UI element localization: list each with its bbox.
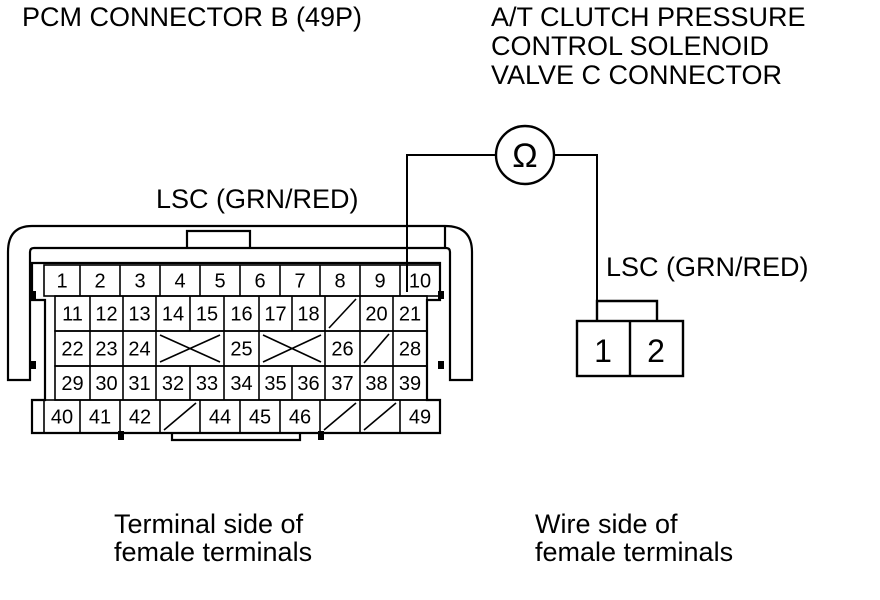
solenoid-caption-line1: Wire side of [535, 509, 678, 539]
pcm-wire-label: LSC (GRN/RED) [156, 184, 359, 214]
terminal-number: 46 [289, 407, 311, 429]
terminal-number: 42 [129, 407, 151, 429]
solenoid-title-line3: VALVE C CONNECTOR [491, 60, 783, 90]
terminal-number: 21 [399, 304, 421, 326]
meter-lead-right [555, 154, 598, 320]
solenoid-terminal-1: 1 [594, 333, 612, 369]
terminal-number: 31 [128, 373, 150, 395]
terminal-number: 3 [134, 271, 145, 293]
terminal-row [43, 399, 441, 434]
terminal-number: 49 [409, 407, 431, 429]
pcm-caption-line1: Terminal side of [114, 509, 304, 539]
terminal-number: 29 [61, 373, 83, 395]
terminal-number: 9 [374, 271, 385, 293]
terminal-number: 20 [365, 304, 387, 326]
solenoid-title-line1: A/T CLUTCH PRESSURE [491, 2, 806, 32]
terminal-number: 22 [61, 339, 83, 361]
blank-terminal-cross [262, 334, 322, 363]
terminal-number: 30 [95, 373, 117, 395]
terminal-number: 26 [331, 339, 353, 361]
solenoid-terminal-2: 2 [647, 333, 665, 369]
terminal-number: 32 [162, 373, 184, 395]
blank-terminal-slash [328, 298, 357, 329]
terminal-number: 18 [297, 304, 319, 326]
terminal-number: 25 [230, 339, 252, 361]
terminal-number: 23 [95, 339, 117, 361]
terminal-number: 11 [62, 304, 83, 326]
terminal-number: 24 [128, 339, 150, 361]
terminal-number: 33 [196, 373, 218, 395]
pcm-bottom-key [170, 433, 302, 442]
blank-terminal-cross [159, 334, 221, 363]
terminal-number: 1 [56, 271, 67, 293]
terminal-number: 16 [230, 304, 252, 326]
solenoid-caption-line2: female terminals [535, 537, 734, 567]
meter-lead-left [406, 154, 495, 292]
terminal-number: 17 [264, 304, 286, 326]
terminal-number: 5 [214, 271, 225, 293]
terminal-number: 4 [174, 271, 185, 293]
terminal-number: 37 [331, 373, 353, 395]
solenoid-title-line2: CONTROL SOLENOID [491, 31, 770, 61]
terminal-number: 28 [399, 339, 421, 361]
terminal-number: 12 [95, 304, 117, 326]
pcm-connector-title: PCM CONNECTOR B (49P) [22, 2, 363, 32]
terminal-number: 41 [89, 407, 111, 429]
terminal-number: 8 [334, 271, 345, 293]
pcm-notches [30, 291, 444, 440]
pcm-caption-line2: female terminals [114, 537, 313, 567]
terminal-number: 13 [128, 304, 150, 326]
terminal-number: 38 [365, 373, 387, 395]
blank-terminal-slash [163, 402, 197, 431]
terminal-number: 15 [196, 304, 218, 326]
pcm-latch-tab [185, 229, 252, 248]
terminal-number: 40 [51, 407, 73, 429]
terminal-number: 36 [297, 373, 319, 395]
terminal-number: 35 [264, 373, 286, 395]
ohmmeter-icon [494, 124, 556, 186]
terminal-number: 39 [399, 373, 421, 395]
terminal-number: 44 [209, 407, 231, 429]
terminal-number: 45 [249, 407, 271, 429]
blank-terminal-slash [363, 402, 397, 431]
solenoid-wire-label: LSC (GRN/RED) [606, 252, 809, 282]
terminal-number: 7 [294, 271, 305, 293]
solenoid-connector [575, 299, 685, 378]
terminal-number: 34 [230, 373, 252, 395]
blank-terminal-slash [363, 333, 390, 364]
terminal-number: 2 [94, 271, 105, 293]
ohm-symbol: Ω [512, 137, 537, 175]
terminal-number: 14 [162, 304, 184, 326]
blank-terminal-slash [323, 402, 357, 431]
terminal-number: 6 [254, 271, 265, 293]
terminal-number: 10 [409, 271, 431, 293]
